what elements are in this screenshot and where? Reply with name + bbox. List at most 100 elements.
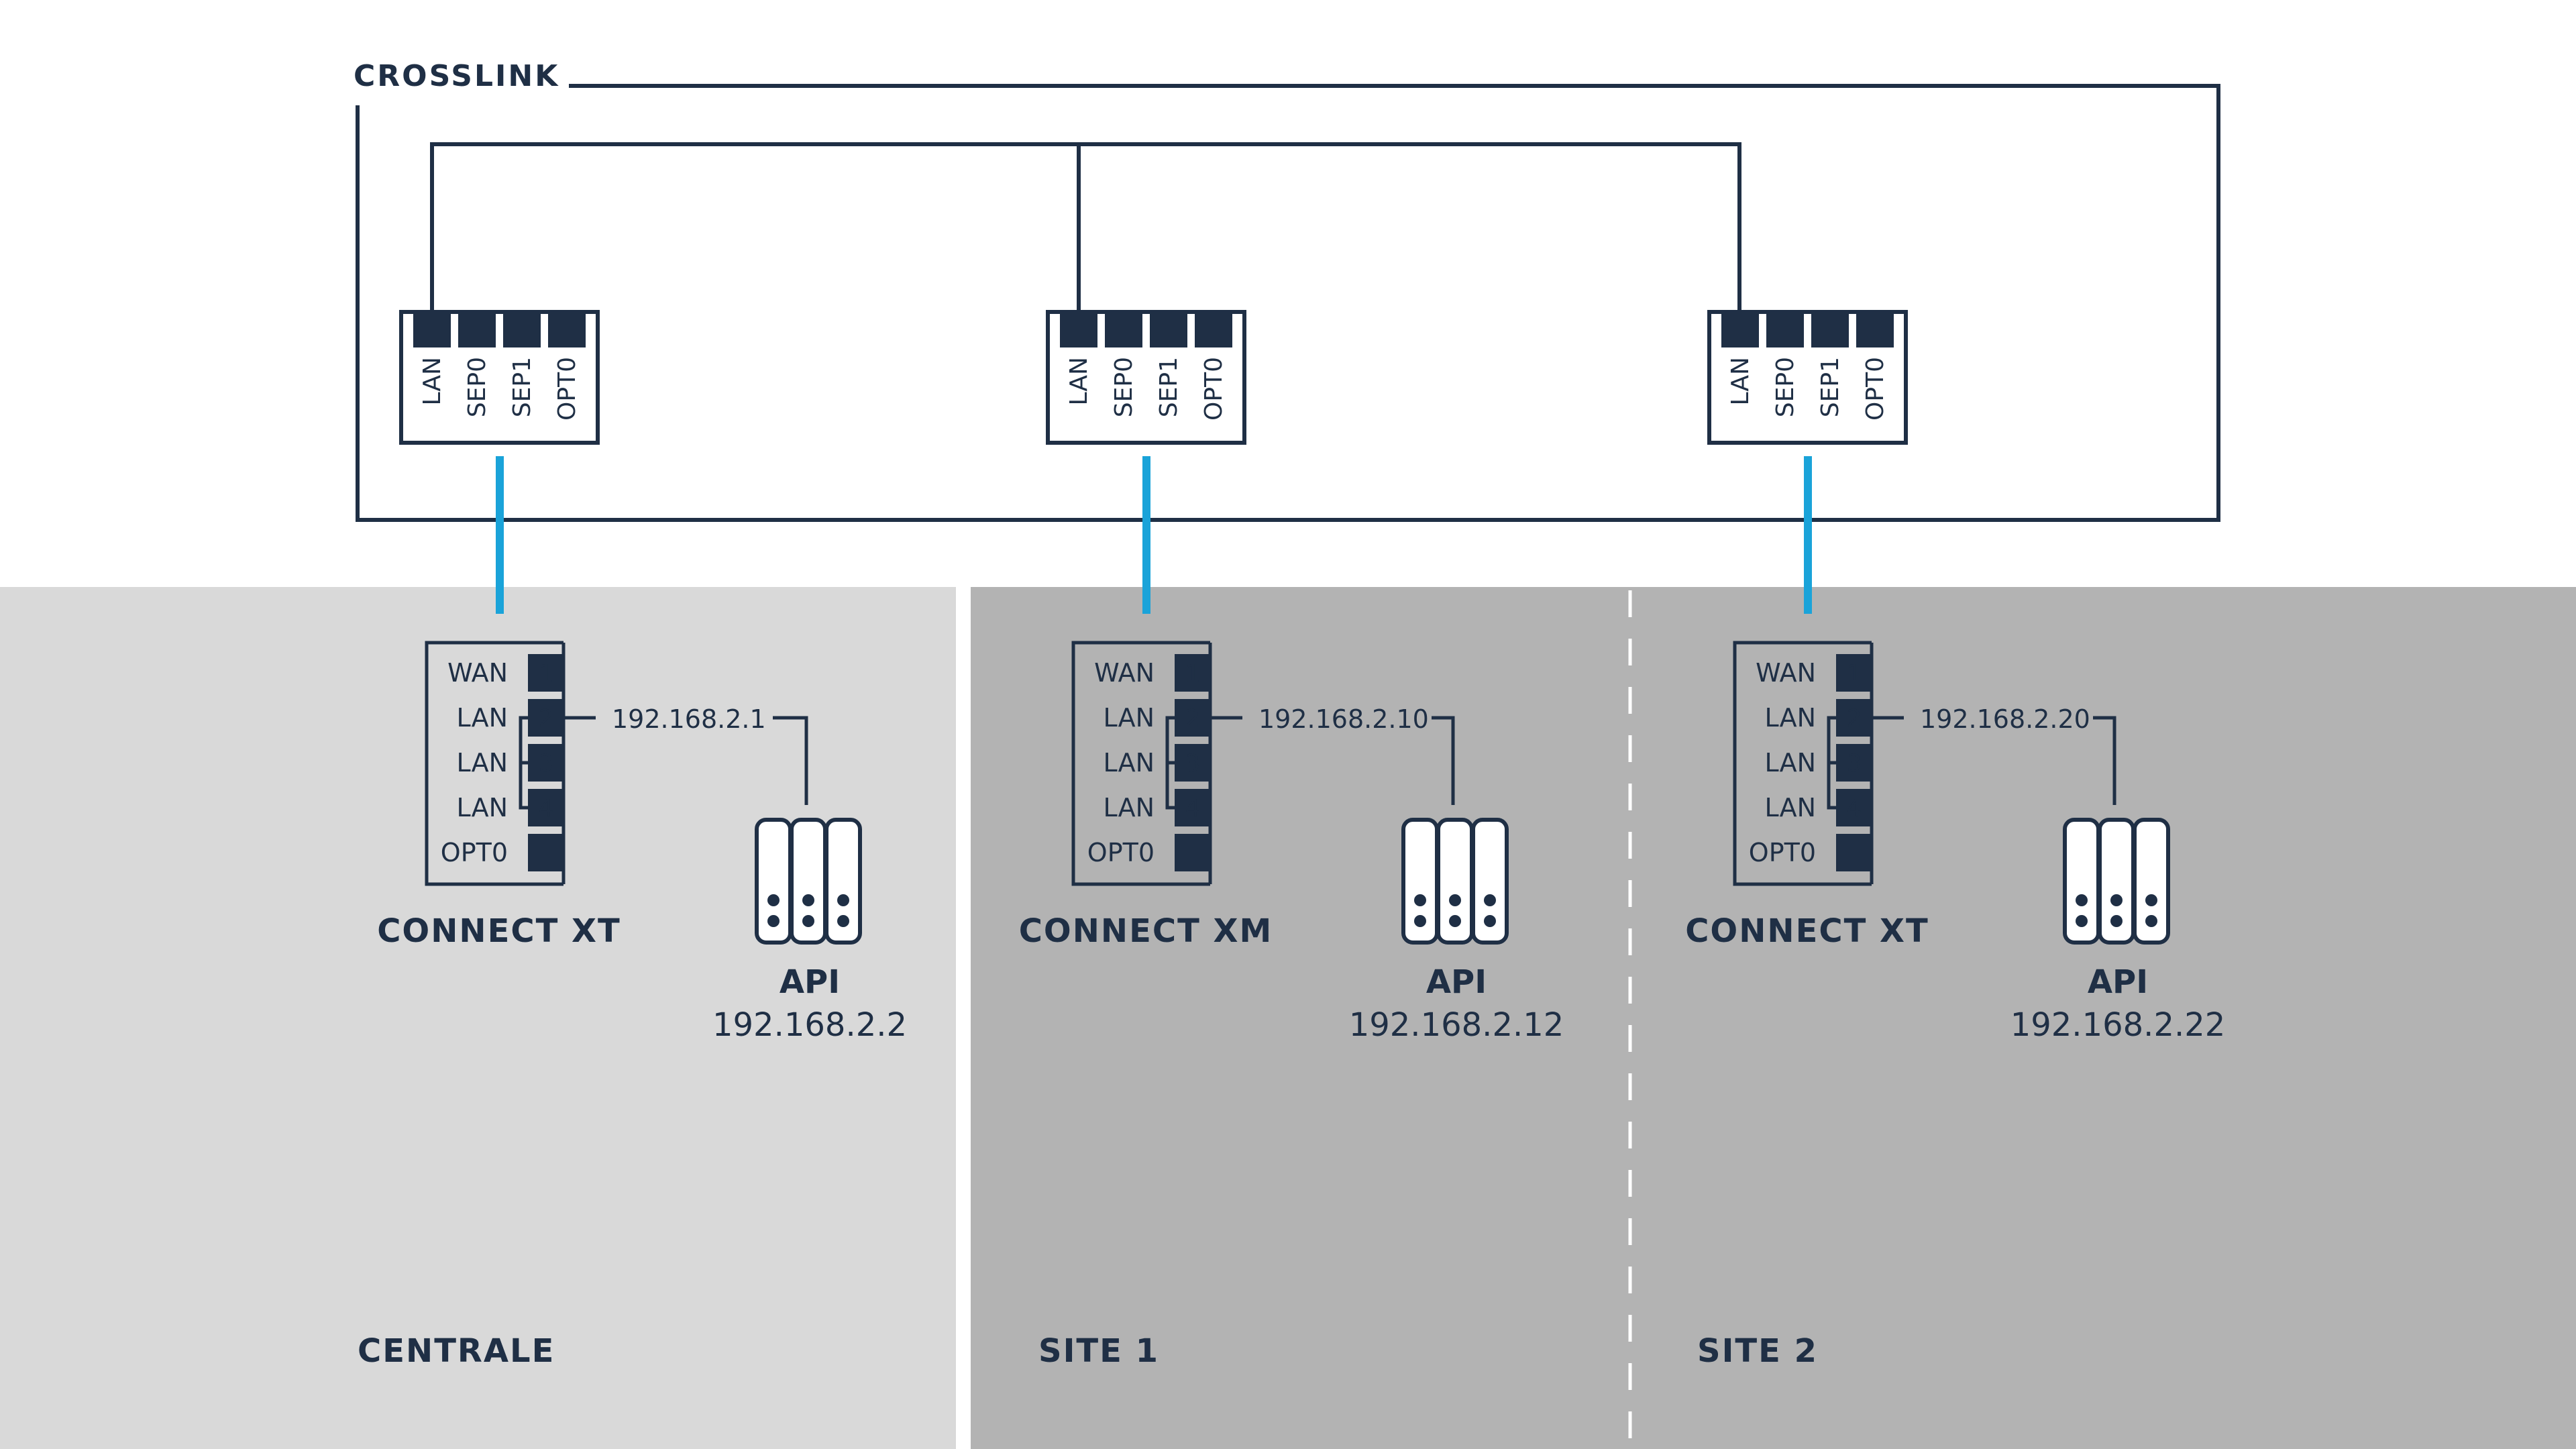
zone-label: SITE 2 [1697,1332,1818,1370]
top-port-square-sep1 [1811,314,1849,347]
device-port-square-1 [1836,654,1872,692]
zone-sites-bg [971,587,2576,1449]
server-led-bottom-3 [1484,915,1496,927]
device-name: CONNECT XT [1685,912,1929,950]
top-port-square-sep0 [1766,314,1804,347]
lan-ip-label: 192.168.2.1 [612,704,766,734]
device-outline [1071,641,1210,886]
server-label: API [780,963,840,1001]
device-outline [1733,641,1872,886]
top-port-label-sep0: SEP0 [1110,357,1138,417]
top-port-square-lan [1060,314,1097,347]
device-port-label-5: OPT0 [1087,838,1155,867]
server-blade-3 [1471,818,1509,945]
server-link-cable [2093,716,2116,805]
device-port-label-4: LAN [1104,793,1155,822]
top-port-label-lan: LAN [1727,357,1754,405]
device-port-label-3: LAN [1765,748,1816,777]
device-port-label-4: LAN [1765,793,1816,822]
server-led-top-1 [767,894,780,906]
device-port-square-2 [528,699,564,737]
top-port-label-sep1: SEP1 [1817,357,1844,417]
device-port-square-3 [1836,744,1872,782]
server-ip: 192.168.2.2 [712,1006,907,1044]
crosslink-wiring [356,84,2220,522]
server-led-bottom-2 [802,915,814,927]
server-icon [2063,818,2170,945]
top-port-square-sep1 [1150,314,1187,347]
device-port-square-4 [1836,789,1872,826]
top-port-label-lan: LAN [419,357,446,405]
server-led-top-3 [1484,894,1496,906]
top-port-label-lan: LAN [1065,357,1093,405]
device-port-square-1 [1175,654,1211,692]
top-port-square-opt0 [548,314,586,347]
device-port-square-5 [528,834,564,871]
device-port-number-3: 3 [539,750,554,777]
server-led-bottom-3 [837,915,849,927]
device-port-number-4: 4 [539,795,554,822]
server-label: API [1426,963,1487,1001]
device-port-square-1 [528,654,564,692]
device-port-label-3: LAN [1104,748,1155,777]
top-port-square-opt0 [1856,314,1894,347]
device-name: CONNECT XM [1019,912,1273,950]
device-port-square-3 [1175,744,1211,782]
server-icon [755,818,862,945]
device-port-label-1: WAN [447,658,508,688]
server-link-cable [773,716,808,805]
device-port-number-4: 4 [1185,795,1201,822]
zone-label: CENTRALE [358,1332,555,1370]
device-port-number-1: 1 [1847,660,1862,688]
device-port-square-3 [528,744,564,782]
device-port-number-2: 2 [1185,705,1201,733]
crosslink-title: CROSSLINK [354,59,559,93]
server-icon [1401,818,1509,945]
device-port-number-2: 2 [539,705,554,733]
top-port-square-sep0 [458,314,496,347]
server-blade-3 [824,818,862,945]
device-outline [425,641,564,886]
device-port-number-3: 3 [1185,750,1201,777]
top-port-label-sep1: SEP1 [508,357,536,417]
top-port-square-lan [413,314,451,347]
device-port-label-2: LAN [457,703,508,733]
top-port-label-opt0: OPT0 [1862,357,1889,421]
top-port-label-opt0: OPT0 [553,357,581,421]
server-led-top-2 [1449,894,1461,906]
server-led-bottom-1 [767,915,780,927]
device-port-square-5 [1175,834,1211,871]
server-led-bottom-2 [1449,915,1461,927]
crosslink-lan-bus [430,142,1741,317]
device-port-label-1: WAN [1094,658,1155,688]
top-port-label-opt0: OPT0 [1200,357,1228,421]
server-ip: 192.168.2.22 [2010,1006,2226,1044]
server-led-top-2 [2110,894,2123,906]
device-port-square-5 [1836,834,1872,871]
device-port-label-2: LAN [1765,703,1816,733]
lan-ip-label: 192.168.2.10 [1258,704,1429,734]
device-port-label-2: LAN [1104,703,1155,733]
device-port-label-4: LAN [457,793,508,822]
server-led-top-3 [2145,894,2157,906]
device-port-label-1: WAN [1756,658,1816,688]
top-port-square-sep1 [503,314,541,347]
server-ip: 192.168.2.12 [1349,1006,1564,1044]
server-led-bottom-1 [1414,915,1426,927]
top-port-square-opt0 [1195,314,1232,347]
server-led-bottom-2 [2110,915,2123,927]
lan-ip-label: 192.168.2.20 [1920,704,2090,734]
device-port-square-4 [528,789,564,826]
server-label: API [2088,963,2148,1001]
top-port-label-sep0: SEP0 [1772,357,1799,417]
device-port-square-4 [1175,789,1211,826]
top-port-square-sep0 [1105,314,1142,347]
top-port-square-lan [1721,314,1759,347]
device-port-number-4: 4 [1847,795,1862,822]
device-port-square-2 [1175,699,1211,737]
